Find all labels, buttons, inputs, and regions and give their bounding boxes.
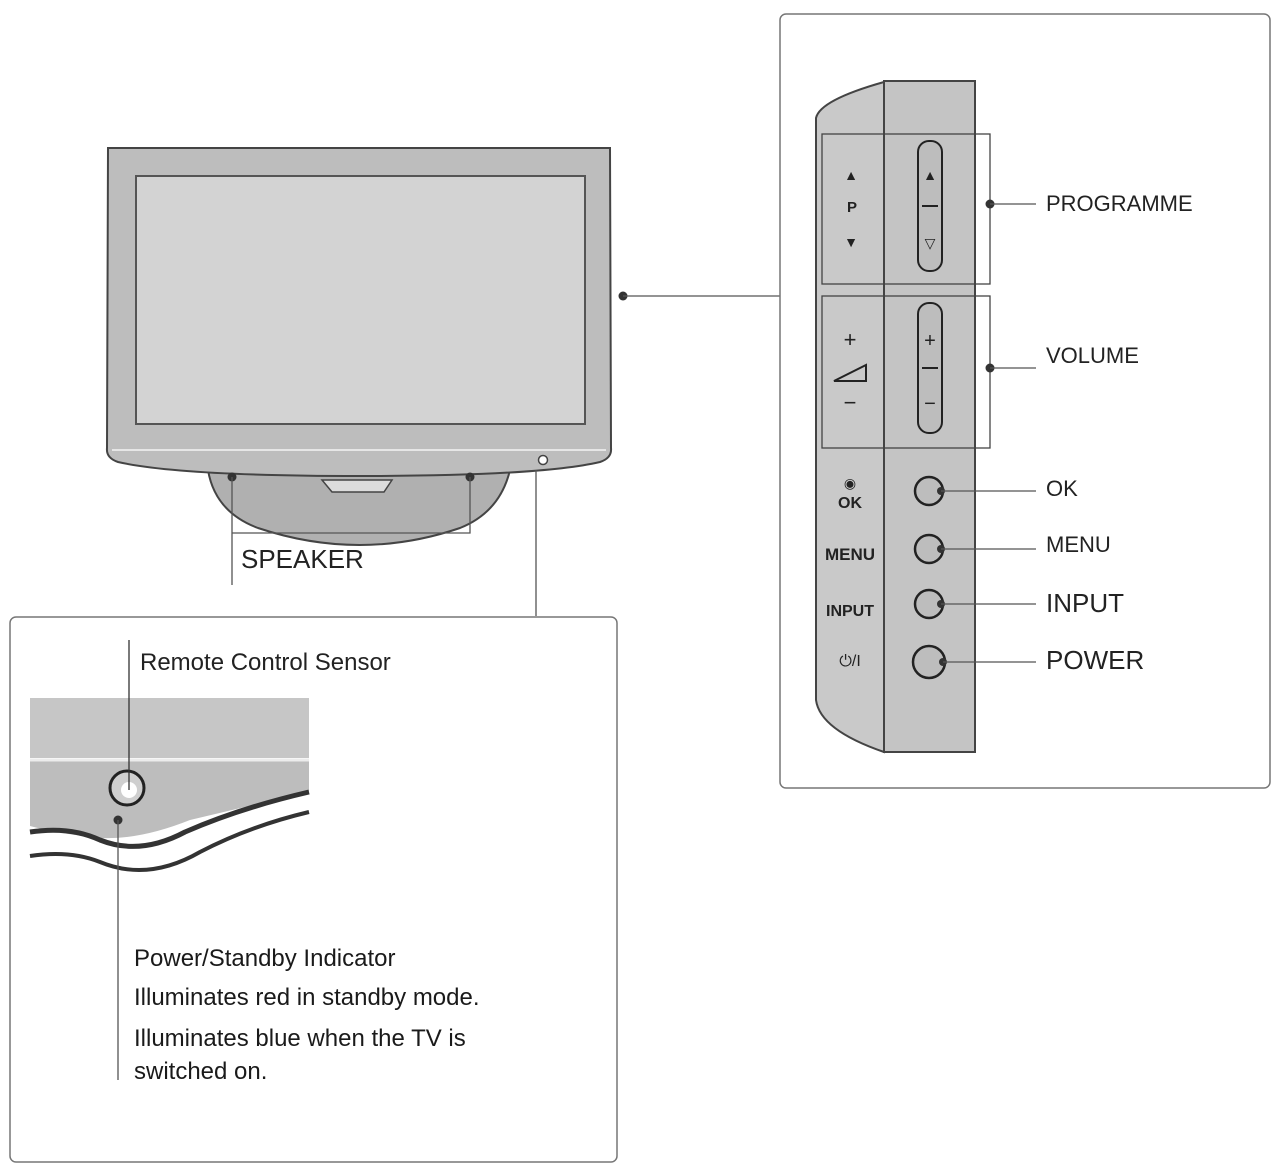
indicator-title: Power/Standby Indicator xyxy=(134,945,396,972)
zoom-bezel-edge xyxy=(29,789,310,849)
input-label: INPUT xyxy=(1046,588,1124,618)
power-panel-label: ⏻/I xyxy=(839,653,861,670)
ok-panel-label: OK xyxy=(838,495,862,512)
speaker-label: SPEAKER xyxy=(241,544,364,574)
tv-front-view: SPEAKER xyxy=(105,147,780,616)
indicator-detail-box: Remote Control Sensor xyxy=(9,616,618,1163)
tv-screen xyxy=(135,175,586,425)
zoom-bezel-top xyxy=(30,698,309,758)
remote-sensor-label: Remote Control Sensor xyxy=(140,649,391,676)
volume-rocker-minus[interactable]: − xyxy=(924,393,936,415)
menu-panel-label: MENU xyxy=(825,545,875,564)
programme-up-mark: ▲ xyxy=(844,167,858,183)
volume-plus-mark: + xyxy=(844,327,857,352)
programme-rocker-up[interactable]: ▲ xyxy=(923,167,937,183)
volume-rocker-plus[interactable]: + xyxy=(924,330,936,352)
tv-stand xyxy=(206,469,512,546)
programme-group-frame xyxy=(821,133,991,285)
tv-sensor-dot xyxy=(537,454,549,466)
standby-indicator-description: Power/Standby Indicator Illuminates red … xyxy=(134,939,480,1091)
indicator-line-2: Illuminates blue when the TV is xyxy=(134,1025,466,1052)
volume-minus-mark: − xyxy=(844,390,857,415)
programme-label: PROGRAMME xyxy=(1046,191,1193,216)
speaker-bracket-line xyxy=(232,477,471,534)
indicator-line-1: Illuminates red in standby mode. xyxy=(134,984,480,1011)
zoom-bezel-edge xyxy=(29,802,310,862)
zoom-bezel-edge xyxy=(29,810,310,872)
programme-down-mark: ▼ xyxy=(844,234,858,250)
ok-symbol-icon: ◉ xyxy=(844,475,856,491)
volume-wedge-icon xyxy=(833,363,867,382)
tv-stand-neck xyxy=(320,479,394,493)
programme-rocker-down[interactable]: ▽ xyxy=(925,235,936,251)
menu-label: MENU xyxy=(1046,532,1111,557)
side-control-panel-box: ▲ P ▼ ▲ ▽ + − + − ◉ OK MENU INPUT ⏻/I xyxy=(779,13,1271,789)
zoom-bezel-bottom xyxy=(30,760,309,839)
input-panel-label: INPUT xyxy=(826,603,874,620)
ok-label: OK xyxy=(1046,476,1078,501)
programme-p-label: P xyxy=(847,199,857,216)
indicator-line-3: switched on. xyxy=(134,1058,268,1085)
power-label: POWER xyxy=(1046,645,1144,675)
volume-label: VOLUME xyxy=(1046,343,1139,368)
